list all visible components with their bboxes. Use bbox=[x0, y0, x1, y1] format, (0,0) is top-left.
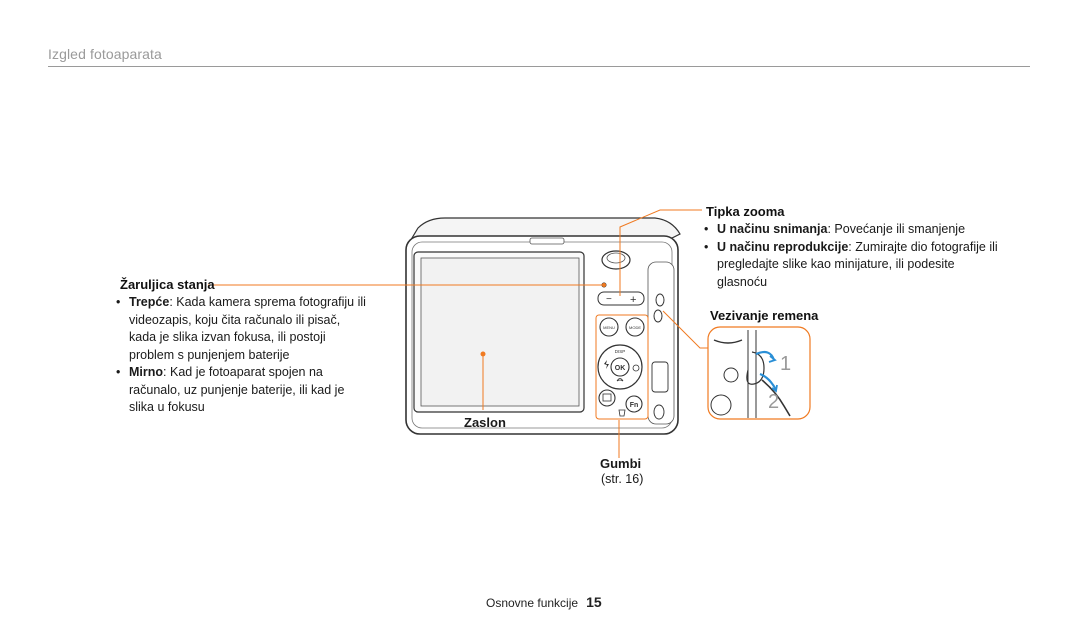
zoom-leader bbox=[619, 209, 702, 296]
footer-section: Osnovne funkcije bbox=[486, 596, 579, 610]
page-footer: Osnovne funkcije 15 bbox=[486, 594, 602, 610]
power-button bbox=[529, 237, 565, 245]
strap-step-2: 2 bbox=[768, 391, 779, 413]
ok-button bbox=[610, 357, 630, 377]
buttons-bracket bbox=[595, 314, 649, 420]
status-lamp-list: Trepće: Kada kamera sprema fotografiju i… bbox=[116, 294, 366, 417]
zoom-list: U načinu snimanja: Povećanje ili smanjen… bbox=[704, 221, 1004, 291]
menu-button-label: MENU bbox=[603, 325, 615, 330]
ok-button-label: OK bbox=[615, 365, 626, 372]
mode-button bbox=[625, 317, 645, 337]
fn-button-label: Fn bbox=[630, 402, 639, 409]
strap-heading: Vezivanje remena bbox=[710, 308, 819, 323]
status-lamp-item-steady: Mirno: Kad je fotoaparat spojen na račun… bbox=[116, 364, 366, 417]
camera-top-edge bbox=[410, 217, 681, 239]
playback-icon bbox=[602, 393, 612, 402]
camera-side-panel bbox=[647, 261, 675, 425]
strap-leader bbox=[662, 310, 708, 349]
zoom-item-shooting: U načinu snimanja: Povećanje ili smanjen… bbox=[704, 221, 1004, 239]
buttons-page-ref: (str. 16) bbox=[601, 472, 644, 486]
mode-button-label: MODE bbox=[629, 325, 641, 330]
zoom-heading: Tipka zooma bbox=[706, 204, 785, 219]
strap-arrow-2 bbox=[759, 372, 777, 391]
flash-icon bbox=[604, 360, 609, 369]
page-number: 15 bbox=[586, 594, 602, 610]
zoom-item-playback: U načinu reprodukcije: Zumirajte dio fot… bbox=[704, 239, 1004, 292]
camera-screen bbox=[420, 257, 580, 407]
strap-inset-frame bbox=[707, 326, 811, 420]
menu-button bbox=[599, 317, 619, 337]
strap-step-1: 1 bbox=[780, 353, 791, 375]
status-lamp-item-blinking: Trepće: Kada kamera sprema fotografiju i… bbox=[116, 294, 366, 364]
zoom-plus-icon: + bbox=[630, 294, 636, 306]
usb-port-cover bbox=[651, 361, 669, 393]
strap-loop bbox=[746, 351, 765, 385]
header-divider bbox=[48, 66, 1030, 67]
screen-marker bbox=[480, 351, 486, 357]
playback-button bbox=[598, 389, 616, 407]
strap-eyelet bbox=[655, 293, 665, 307]
fn-button bbox=[625, 395, 643, 413]
zoom-rocker bbox=[597, 291, 645, 306]
status-lamp-heading: Žaruljica stanja bbox=[120, 277, 215, 292]
zoom-minus-icon: − bbox=[606, 294, 612, 305]
strap-cord bbox=[761, 379, 791, 417]
timer-icon bbox=[632, 364, 640, 372]
disp-icon: DISP bbox=[615, 349, 626, 354]
macro-icon bbox=[616, 378, 624, 382]
page-header-title: Izgled fotoaparata bbox=[48, 46, 162, 62]
buttons-label: Gumbi bbox=[600, 456, 642, 471]
callout-lines bbox=[208, 209, 708, 458]
strap-inset-drawing bbox=[710, 330, 791, 418]
delete-icon bbox=[618, 409, 626, 417]
screen-label: Zaslon bbox=[464, 415, 506, 430]
